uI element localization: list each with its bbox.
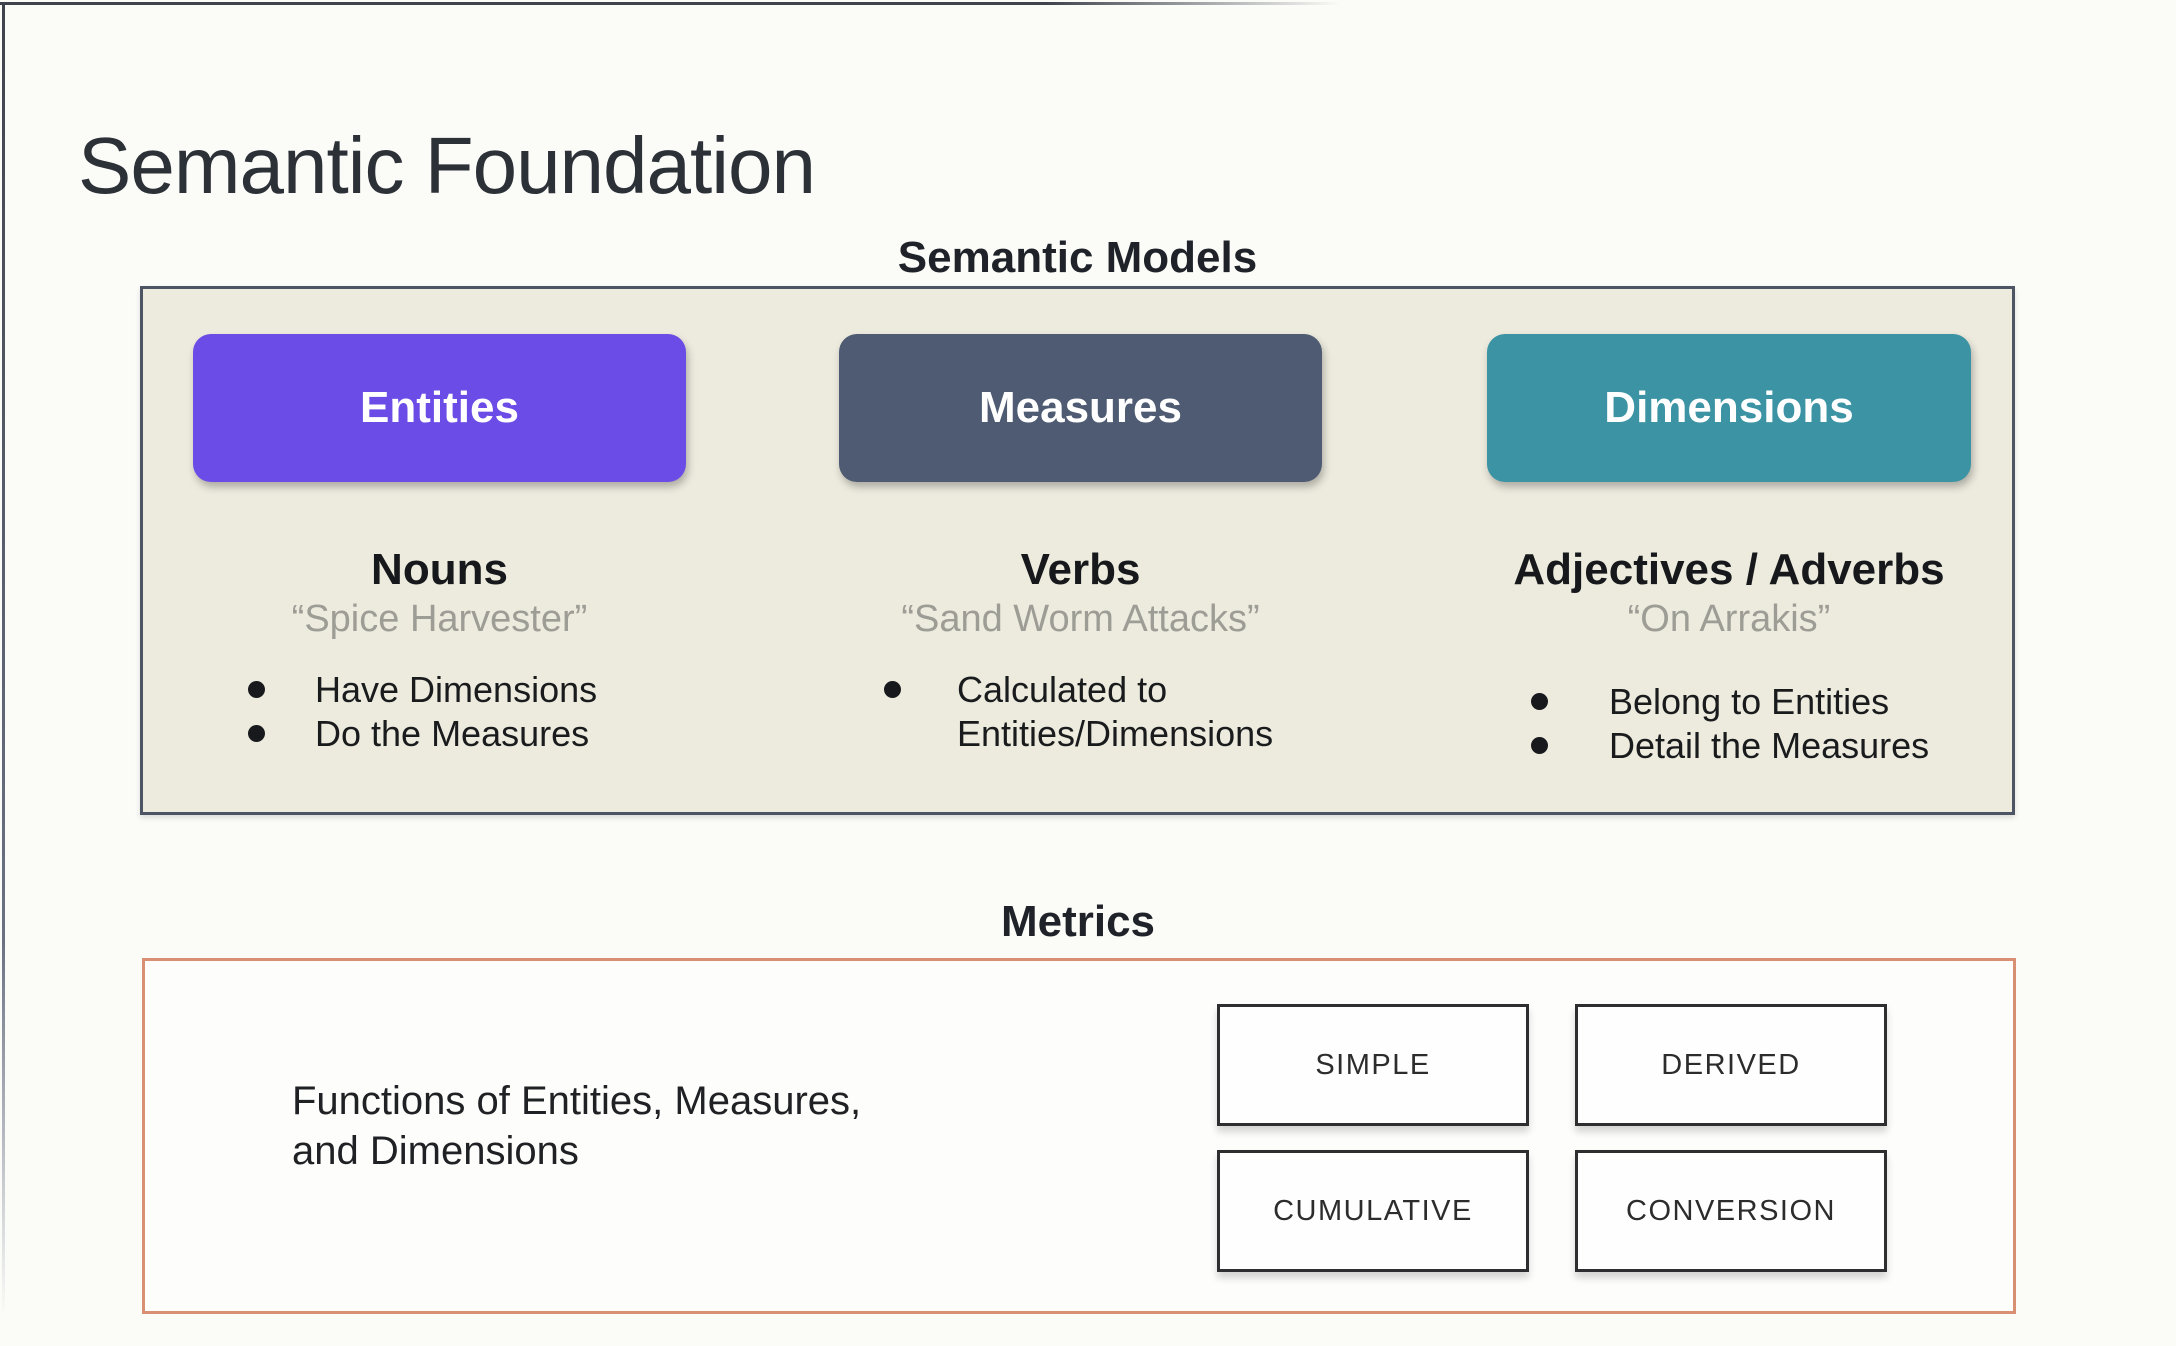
list-item-label: Do the Measures xyxy=(315,713,590,754)
list-item: Have Dimensions xyxy=(248,668,597,712)
measures-heading: Verbs xyxy=(1020,545,1141,594)
dimensions-pill: Dimensions xyxy=(1487,334,1971,482)
bullet-dot xyxy=(248,725,265,742)
bullet-dot xyxy=(1531,693,1548,710)
measures-pill: Measures xyxy=(839,334,1322,482)
metric-type-simple: SIMPLE xyxy=(1217,1004,1529,1126)
bullet-dot xyxy=(1531,737,1548,754)
list-item-label: Have Dimensions xyxy=(315,669,598,710)
dimensions-quote: “On Arrakis” xyxy=(1627,598,1831,640)
list-item: Belong to Entities xyxy=(1531,680,1889,724)
metrics-heading: Metrics xyxy=(1000,897,1156,946)
metric-type-cumulative: CUMULATIVE xyxy=(1217,1150,1529,1272)
semantic-models-heading: Semantic Models xyxy=(897,233,1258,282)
list-item: Do the Measures xyxy=(248,712,589,756)
measures-quote: “Sand Worm Attacks” xyxy=(901,598,1260,640)
bullet-dot xyxy=(248,681,265,698)
list-item-label: Belong to Entities xyxy=(1609,681,1890,722)
entities-heading: Nouns xyxy=(371,545,508,594)
metric-type-derived: DERIVED xyxy=(1575,1004,1887,1126)
window-edge-left xyxy=(2,2,5,1342)
metrics-description: Functions of Entities, Measures, and Dim… xyxy=(292,1079,862,1173)
entities-pill: Entities xyxy=(193,334,686,482)
list-item: Detail the Measures xyxy=(1531,724,1929,768)
list-item: Calculated to Entities/Dimensions xyxy=(884,668,1273,756)
metric-type-conversion: CONVERSION xyxy=(1575,1150,1887,1272)
page-title: Semantic Foundation xyxy=(78,120,816,210)
window-edge-top xyxy=(0,2,1340,5)
dimensions-heading: Adjectives / Adverbs xyxy=(1513,545,1945,594)
bullet-dot xyxy=(884,681,901,698)
list-item-label: Detail the Measures xyxy=(1609,725,1930,766)
list-item-label: Calculated to Entities/Dimensions xyxy=(957,669,1274,754)
entities-quote: “Spice Harvester” xyxy=(291,598,588,640)
